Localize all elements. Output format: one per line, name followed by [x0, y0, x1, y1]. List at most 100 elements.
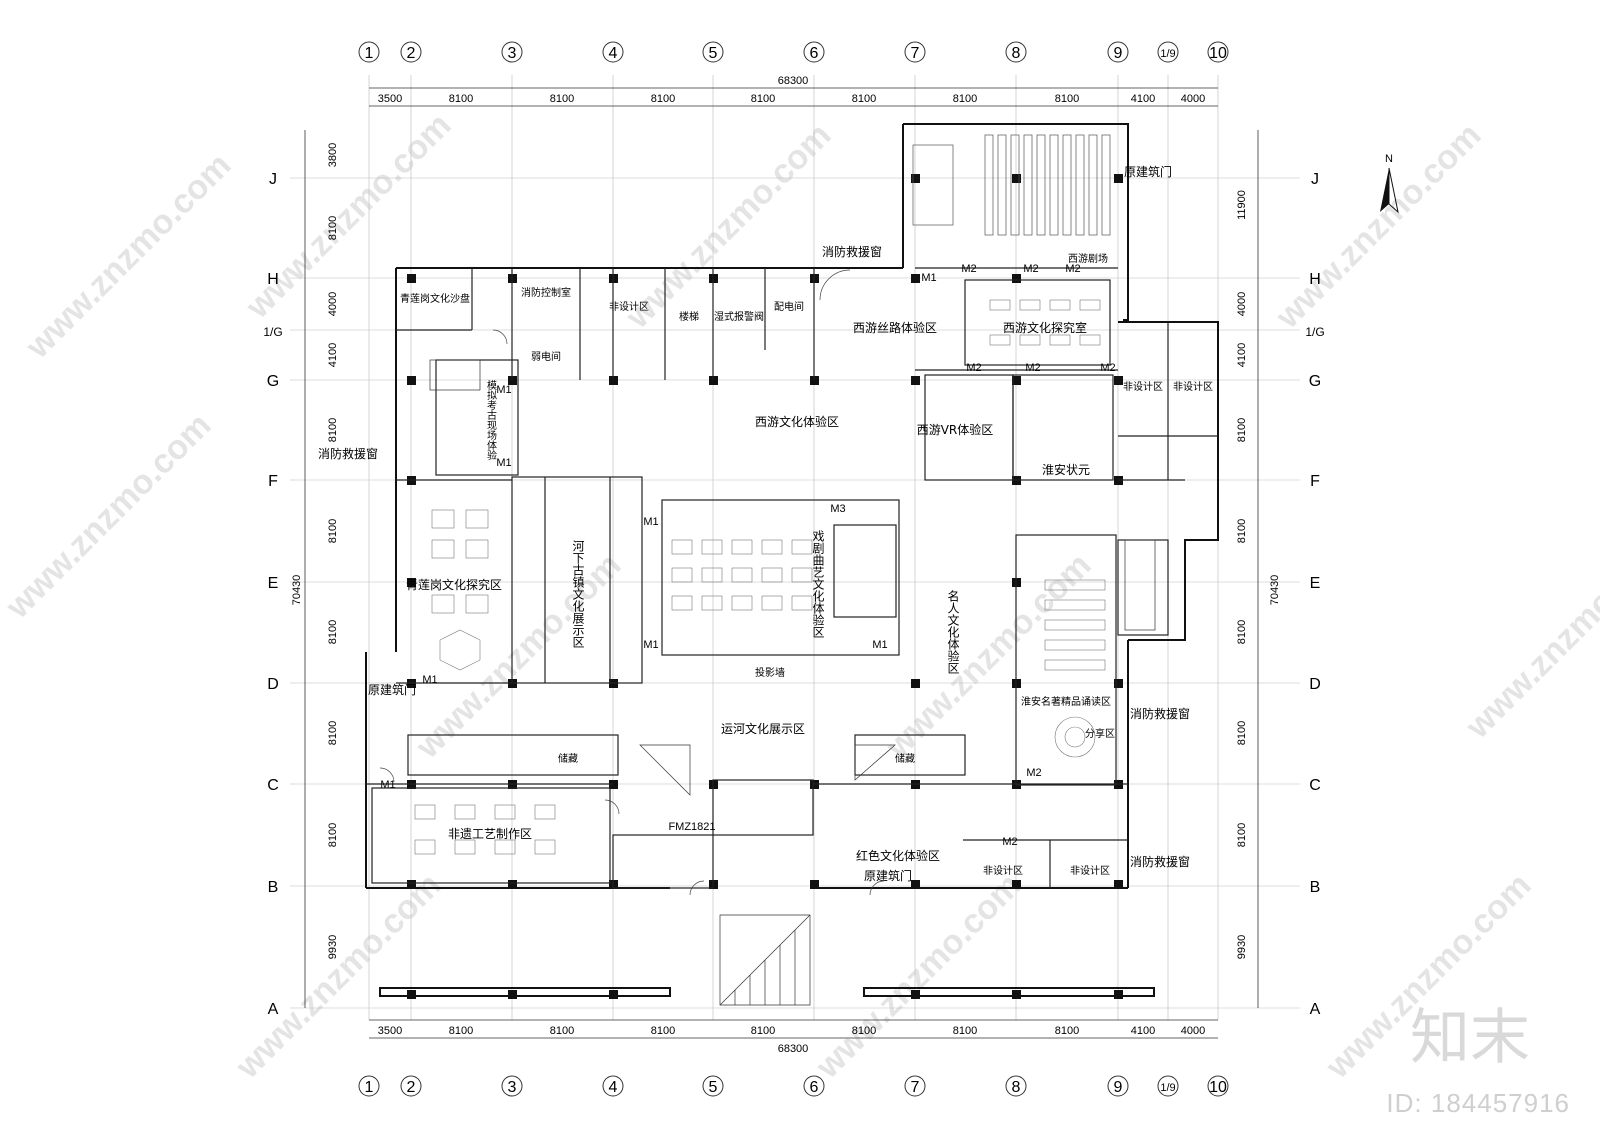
svg-text:5: 5	[709, 1079, 718, 1096]
interior-walls	[366, 267, 1218, 889]
axis-bubble: 10	[1207, 41, 1229, 63]
original-door-label: 原建筑门	[864, 868, 912, 883]
watermark-text: www.znzmo.com	[1268, 116, 1488, 336]
fire-window-label: 消防救援窗	[1130, 706, 1190, 721]
svg-text:8100: 8100	[1236, 823, 1248, 847]
svg-text:4: 4	[609, 1079, 618, 1096]
axis-bubble: 2	[400, 41, 422, 63]
dimension-text-bottom: 3500 8100 8100 8100 8100 8100 8100 8100 …	[378, 1025, 1205, 1055]
row-axis-left: J H 1/G G F E D C B A	[263, 171, 282, 1018]
svg-text:8100: 8100	[1236, 620, 1248, 644]
svg-text:9: 9	[1114, 45, 1123, 62]
room-label: 分享区	[1085, 727, 1115, 740]
svg-text:8100: 8100	[327, 721, 339, 745]
original-door-label: 原建筑门	[1124, 164, 1172, 179]
svg-text:10: 10	[1209, 45, 1227, 62]
image-id: ID: 184457916	[1386, 1088, 1570, 1118]
dimension-text-right: 70430 11900 4000 4100 8100 8100 8100 810…	[1236, 190, 1281, 959]
door-tag: M2	[961, 263, 976, 275]
svg-text:8100: 8100	[751, 1025, 775, 1037]
room-label: 储藏	[895, 752, 915, 765]
room-label: 湿式报警阀	[714, 310, 764, 323]
room-label: 淮安状元	[1042, 462, 1090, 477]
axis-bubble: 1/9	[1157, 1075, 1179, 1097]
watermark-text: www.znzmo.com	[0, 406, 218, 626]
svg-text:8100: 8100	[327, 216, 339, 240]
svg-text:8: 8	[1012, 1079, 1021, 1096]
door-swings	[379, 269, 885, 896]
svg-text:4100: 4100	[1131, 1025, 1155, 1037]
svg-text:8: 8	[1012, 45, 1021, 62]
svg-text:9: 9	[1114, 1079, 1123, 1096]
svg-text:B: B	[268, 879, 279, 896]
room-label: 青莲岗文化探究区	[406, 577, 502, 592]
svg-text:E: E	[1310, 575, 1321, 592]
axis-bubble: 6	[803, 41, 825, 63]
svg-text:8100: 8100	[1236, 519, 1248, 543]
room-label: 非设计区	[983, 864, 1023, 877]
svg-text:N: N	[1385, 153, 1393, 165]
room-label: 西游文化体验区	[755, 414, 839, 429]
svg-text:1/G: 1/G	[1305, 325, 1324, 339]
svg-text:8100: 8100	[327, 823, 339, 847]
room-label: 配电间	[774, 300, 804, 313]
svg-text:D: D	[267, 676, 279, 693]
annotations: 消防救援窗 消防救援窗 消防救援窗 消防救援窗 原建筑门 原建筑门 原建筑门 F…	[318, 164, 1190, 883]
axis-bubble: 5	[702, 41, 724, 63]
watermark-text: www.znzmo.com	[228, 866, 448, 1086]
svg-text:8100: 8100	[1055, 93, 1079, 105]
svg-text:4000: 4000	[1181, 93, 1205, 105]
room-label: 红色文化体验区	[856, 848, 940, 863]
svg-text:68300: 68300	[778, 1043, 809, 1055]
svg-text:H: H	[267, 271, 279, 288]
axis-bubble: 6	[803, 1075, 825, 1097]
fire-window-label: 消防救援窗	[318, 446, 378, 461]
svg-text:7: 7	[911, 45, 920, 62]
axis-bubble: 5	[702, 1075, 724, 1097]
door-tag: M2	[966, 362, 981, 374]
door-tag: M1	[643, 639, 658, 651]
room-label: 非遗工艺制作区	[448, 827, 532, 841]
door-tag: M2	[1065, 263, 1080, 275]
room-label: 储藏	[558, 752, 578, 765]
svg-text:9930: 9930	[1236, 935, 1248, 959]
axis-bubble: 10	[1207, 1075, 1229, 1097]
svg-text:J: J	[1311, 171, 1319, 188]
svg-text:3: 3	[508, 1079, 517, 1096]
svg-text:68300: 68300	[778, 75, 809, 87]
svg-text:8100: 8100	[953, 1025, 977, 1037]
axis-bubble: 7	[904, 41, 926, 63]
svg-text:8100: 8100	[953, 93, 977, 105]
svg-text:11900: 11900	[1236, 190, 1248, 220]
svg-text:7: 7	[911, 1079, 920, 1096]
svg-text:3: 3	[508, 45, 517, 62]
door-tag: FMZ1821	[668, 821, 715, 833]
svg-text:8100: 8100	[651, 1025, 675, 1037]
room-label: 戏剧曲艺文化体验区	[811, 530, 825, 638]
axis-bubble: 3	[501, 41, 523, 63]
axis-bubble: 8	[1005, 41, 1027, 63]
door-tag: M1	[496, 457, 511, 469]
door-tag: M2	[1023, 263, 1038, 275]
brand-watermark: 知末	[1410, 1003, 1530, 1073]
svg-text:8100: 8100	[651, 93, 675, 105]
axis-bubble: 4	[602, 41, 624, 63]
axis-bubble: 1	[358, 41, 380, 63]
room-label: 弱电间	[531, 350, 561, 363]
svg-text:8100: 8100	[1055, 1025, 1079, 1037]
column-axis-top: 1 2 3 4 5 6 7 8 9 1/9 10	[358, 41, 1229, 63]
door-tag: M3	[830, 503, 845, 515]
canopy-walls	[379, 987, 1155, 997]
door-tag: M1	[921, 272, 936, 284]
svg-text:8100: 8100	[852, 93, 876, 105]
svg-text:70430: 70430	[291, 575, 303, 606]
svg-text:8100: 8100	[449, 93, 473, 105]
svg-text:G: G	[1309, 373, 1321, 390]
room-label: 青莲岗文化沙盘	[400, 292, 470, 305]
room-label: 西游丝路体验区	[853, 320, 937, 335]
svg-text:1: 1	[365, 1079, 374, 1096]
door-tag: M1	[422, 674, 437, 686]
svg-text:5: 5	[709, 45, 718, 62]
svg-text:4000: 4000	[327, 292, 339, 316]
